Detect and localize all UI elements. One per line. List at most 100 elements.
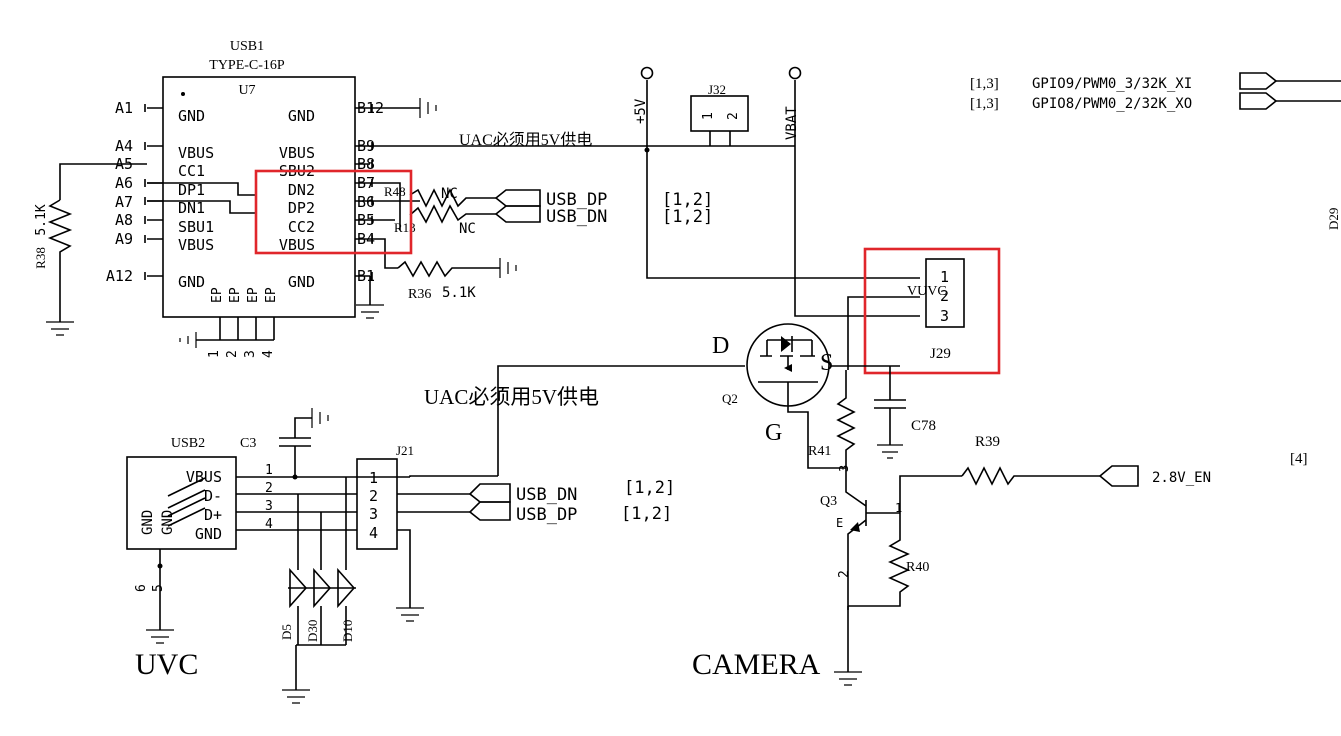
title-camera: CAMERA	[692, 648, 821, 681]
gpio8-ref: [1,3]	[970, 96, 999, 112]
r36-resistor: R36 5.1K	[370, 238, 517, 302]
usb2-shield-5: 5	[151, 584, 166, 592]
r48-r13-section: R48 NC R13 NC USB_DP USB_DN [1,2] [1,2]	[370, 182, 713, 237]
usb1-right-stubs	[355, 107, 370, 277]
usb1-lbl-vbus-r2: VBUS	[279, 236, 315, 254]
q3-arrow-icon	[850, 522, 860, 532]
c78-symbol	[874, 366, 906, 445]
usb1-ep4: EP	[264, 287, 279, 303]
usb1-lbl-sbu1: SBU1	[178, 218, 214, 236]
usb2-num-3: 3	[265, 499, 273, 514]
usb1-pin-b9: B9	[357, 137, 375, 155]
usb1-lbl-gnd-r1: GND	[288, 107, 315, 125]
r48-ref: R48	[384, 184, 406, 199]
usb2-connector: USB2 VBUS D- D+ GND GND GND 1 2 3 4 6 5	[126, 436, 410, 644]
vbat-wire	[794, 80, 920, 317]
highlight-j29	[863, 247, 1001, 375]
usb1-ep-num-4: 4	[261, 350, 276, 358]
usb1-pin-b5: B5	[357, 211, 375, 229]
b1-ground-icon	[356, 304, 384, 319]
j32-body	[690, 95, 749, 132]
usb1-pin-b6: B6	[357, 193, 375, 211]
usb1-dn-cross	[147, 200, 256, 214]
r40-zigzag	[848, 513, 910, 607]
usb2-pin-gnd: GND	[195, 525, 222, 543]
q2-diode-leads	[766, 339, 813, 356]
junction-dot	[157, 563, 163, 569]
r40-ref: R40	[906, 560, 929, 575]
usb1-dp-cross	[147, 182, 256, 196]
q2-drain-wire	[497, 365, 745, 476]
title-uvc: UVC	[135, 648, 198, 681]
gpio8-port-icon	[1239, 92, 1278, 110]
j21-pin1: 1	[369, 469, 378, 487]
usb1-connector: USB1 TYPE-C-16P U7 A1 A4 A5 A6 A7 A8 A9 …	[106, 39, 384, 358]
j29-net-vuvc: VUVC	[907, 284, 947, 299]
net-usb-dn-bottom: USB_DN	[516, 485, 577, 505]
usb1-lbl-gnd-l1: GND	[178, 107, 205, 125]
usb1-lbl-dp1: DP1	[178, 181, 205, 199]
net-usb-dn-bottom-ref: [1,2]	[624, 478, 675, 498]
r13-value: NC	[459, 221, 476, 237]
en-label: 2.8V_EN	[1152, 470, 1211, 486]
c78-ref: C78	[911, 418, 936, 434]
diode-bottom-wires	[295, 606, 347, 690]
usb1-pin-a1: A1	[115, 99, 133, 117]
vuvc-wire	[847, 296, 920, 370]
en-port-icon	[1098, 465, 1139, 487]
usb2-pin-vbus: VBUS	[186, 468, 222, 486]
r41-resistor: R41 3	[808, 370, 856, 472]
usb2-shield-6: 6	[134, 584, 149, 592]
r13-zigzag	[409, 204, 496, 224]
usb1-pin-a4: A4	[115, 137, 133, 155]
q3-pin-e: E	[836, 516, 843, 530]
usb1-lbl-gnd-r2: GND	[288, 273, 315, 291]
usb2-inner-strokes	[167, 477, 206, 527]
q3-base	[865, 500, 900, 526]
usb2-ground-icon	[146, 629, 174, 644]
usb1-lbl-dn1: DN1	[178, 199, 205, 217]
r41-zigzag	[836, 370, 856, 468]
q3-ref: Q3	[820, 494, 837, 509]
net-usb-dn-top: USB_DN	[546, 207, 607, 227]
usb1-ep2: EP	[228, 287, 243, 303]
c3-symbol	[279, 417, 312, 477]
r39-ref: R39	[975, 434, 1000, 450]
q3-leads	[845, 468, 867, 610]
usb1-ep-ground-icon	[179, 332, 197, 348]
usb1-lbl-gnd-l2: GND	[178, 273, 205, 291]
q3-transistor: Q3 E 1 2	[820, 468, 902, 610]
vbat-terminal-icon	[788, 66, 802, 80]
q2-diode-icon	[781, 336, 791, 352]
vbat-label: VBAT	[784, 106, 800, 140]
r38-ref: R38	[33, 247, 48, 269]
usb1-left-stubs	[147, 107, 163, 277]
gpio9-ref: [1,3]	[970, 76, 999, 92]
usb1-lbl-vbus-l2: VBUS	[178, 236, 214, 254]
usb1-pin-a8: A8	[115, 211, 133, 229]
r13-ref: R13	[394, 220, 416, 235]
j29-body	[925, 258, 965, 328]
j21-ground-icon	[396, 607, 424, 622]
usb1-pin-b8: B8	[357, 155, 375, 173]
usb1-lbl-dp2: DP2	[288, 199, 315, 217]
usb-dn-port-top	[494, 205, 541, 223]
j21-body	[356, 458, 398, 550]
plus5v-terminal-icon	[640, 66, 654, 80]
q3-pin2: 2	[837, 570, 852, 578]
usb1-lbl-cc2: CC2	[288, 218, 315, 236]
net-usb-dp-bottom: USB_DP	[516, 505, 577, 525]
net-usb-dp-top-ref: [1,2]	[662, 190, 713, 210]
d29-ref: D29	[1326, 208, 1341, 230]
j21-out-wires	[397, 493, 470, 608]
usb1-ep-num-1: 1	[207, 350, 222, 358]
usb2-left-gnd2: GND	[160, 510, 176, 535]
net-usb-dp-bottom-ref: [1,2]	[621, 504, 672, 524]
pin1-marker	[181, 92, 185, 96]
j32-ref: J32	[708, 82, 726, 97]
uac-note-top: UAC必须用5V供电	[459, 131, 592, 149]
usb-dn-port-bottom	[468, 483, 511, 503]
r38-ground-icon	[46, 321, 74, 336]
gpio8-label: GPIO8/PWM0_2/32K_XO	[1032, 96, 1192, 112]
